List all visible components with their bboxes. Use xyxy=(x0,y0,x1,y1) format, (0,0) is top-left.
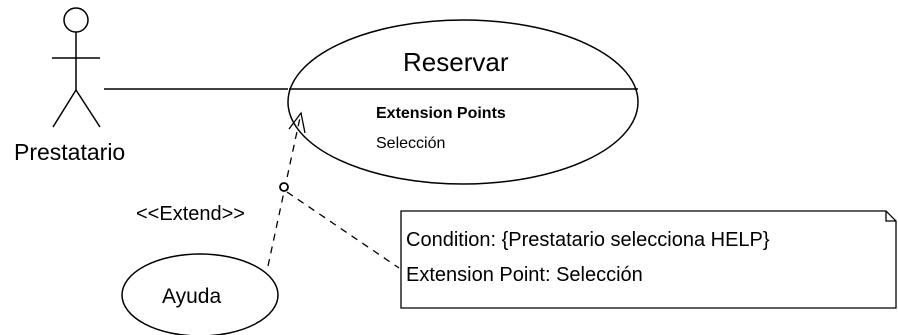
extend-arrowhead xyxy=(288,111,306,134)
note-anchor xyxy=(279,182,400,269)
note-extension-point-text: Extension Point: Selección xyxy=(406,264,643,286)
use-case-reservar[interactable] xyxy=(287,19,639,185)
note-condition-text: Condition: {Prestatario selecciona HELP} xyxy=(406,229,770,251)
actor-leg-right xyxy=(75,89,101,128)
use-case-reservar-name: Reservar xyxy=(403,47,509,77)
actor-head xyxy=(63,7,89,33)
note-anchor-line xyxy=(286,191,400,269)
actor-leg-left xyxy=(52,89,77,128)
extension-points-title: Extension Points xyxy=(376,105,506,122)
extend-stereotype-label: <<Extend>> xyxy=(136,203,245,225)
note-fold xyxy=(885,211,896,222)
actor-figure[interactable] xyxy=(52,7,101,128)
note-anchor-circle xyxy=(279,182,289,192)
use-case-reservar-ellipse xyxy=(287,19,639,185)
condition-note[interactable] xyxy=(400,210,897,309)
note-outline xyxy=(400,210,897,309)
actor-name: Prestatario xyxy=(14,139,126,165)
use-case-ayuda-name: Ayuda xyxy=(162,285,222,308)
extension-point-seleccion: Selección xyxy=(376,135,446,152)
use-case-ayuda[interactable] xyxy=(121,253,279,335)
